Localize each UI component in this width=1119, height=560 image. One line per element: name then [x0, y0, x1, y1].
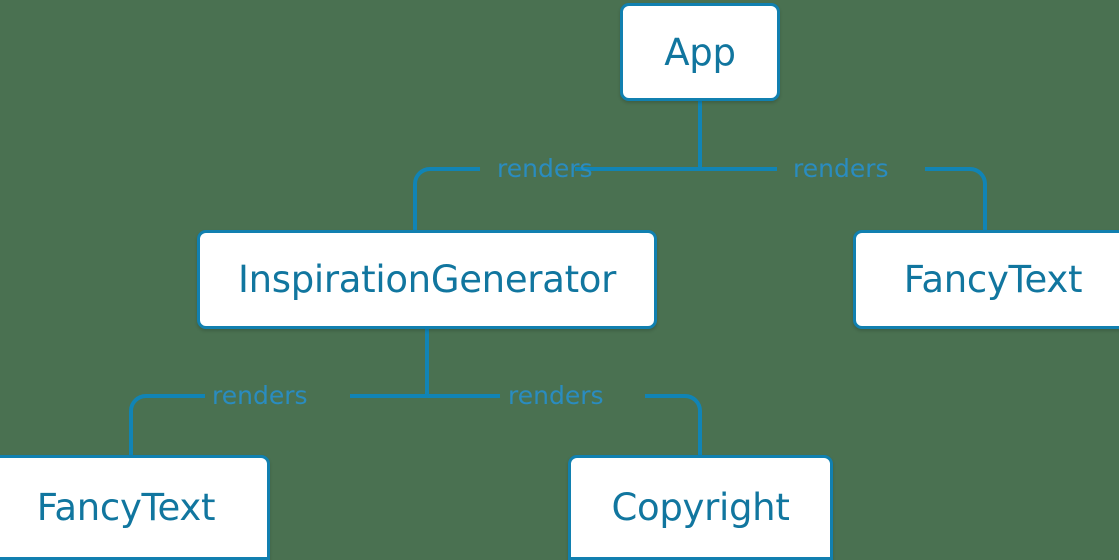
edge-app-to-fancytext-right [700, 167, 987, 230]
node-fancytext-left-label: FancyText [36, 486, 216, 529]
node-copyright[interactable]: Copyright [568, 455, 833, 560]
edge-label-app-to-fancytext-right: renders [793, 154, 889, 183]
edge-label-app-to-inspirationgenerator: renders [497, 154, 593, 183]
edge-inspirationgenerator-to-copyright [427, 394, 702, 455]
edge-app-to-inspirationgenerator [413, 167, 700, 230]
node-fancytext-right-label: FancyText [903, 258, 1083, 301]
node-copyright-label: Copyright [611, 486, 790, 529]
edge-label-inspirationgenerator-to-fancytext-left: renders [212, 381, 308, 410]
node-inspirationgenerator[interactable]: InspirationGenerator [197, 230, 657, 329]
node-inspirationgenerator-label: InspirationGenerator [237, 258, 617, 301]
edge-label-inspirationgenerator-to-copyright: renders [508, 381, 604, 410]
node-fancytext-left[interactable]: FancyText [0, 455, 270, 560]
node-app-label: App [664, 30, 736, 74]
node-app[interactable]: App [620, 3, 780, 101]
node-fancytext-right[interactable]: FancyText [853, 230, 1119, 329]
edge-inspirationgenerator-to-fancytext-left [129, 394, 427, 455]
